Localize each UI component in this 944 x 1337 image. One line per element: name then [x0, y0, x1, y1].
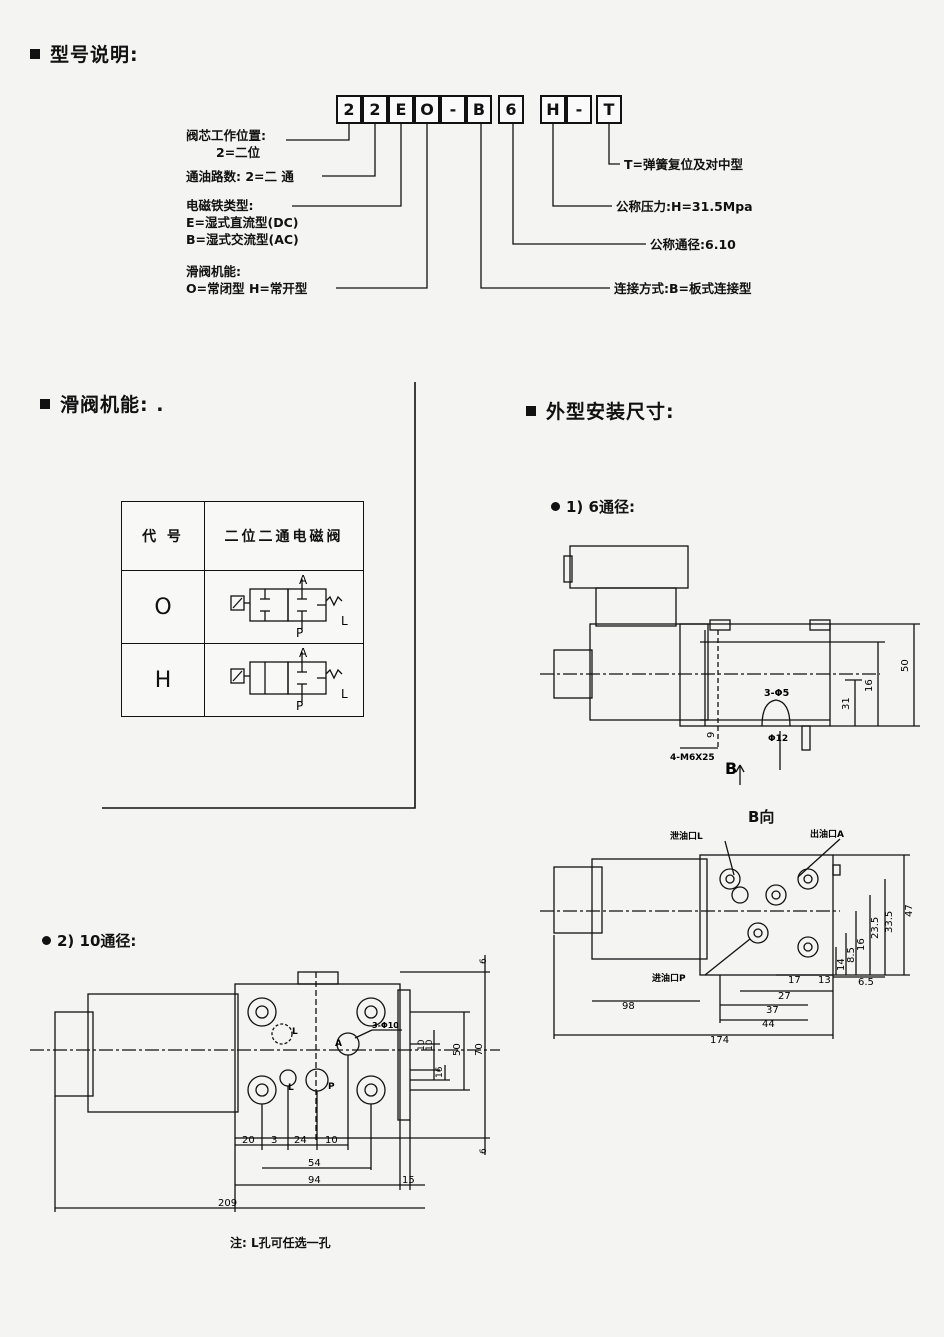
svg-text:50: 50 [900, 659, 911, 672]
svg-text:L: L [341, 614, 348, 628]
drawing-10mm: 6 6 70 50 10 10 16 3-Φ10 L L A P 20 3 24… [30, 955, 500, 1212]
svg-text:10: 10 [425, 1039, 435, 1051]
svg-text:209: 209 [218, 1198, 237, 1209]
svg-text:10: 10 [325, 1135, 338, 1146]
svg-text:94: 94 [308, 1175, 321, 1186]
footnote: 注: L孔可任选一孔 [230, 1236, 331, 1250]
svg-text:27: 27 [778, 991, 791, 1002]
svg-text:17: 17 [788, 975, 801, 986]
svg-text:3-Φ10: 3-Φ10 [372, 1021, 399, 1030]
svg-text:54: 54 [308, 1158, 321, 1169]
header-desc: 二位二通电磁阀 [204, 501, 364, 571]
label-oil-paths: 通油路数: 2=二 通 [186, 169, 294, 184]
svg-text:3-Φ5: 3-Φ5 [764, 688, 789, 699]
code-char: - [566, 95, 592, 124]
code-char: O [414, 95, 440, 124]
subtitle-10mm: 2) 10通径: [42, 930, 136, 951]
svg-text:9: 9 [706, 732, 717, 738]
svg-text:L: L [288, 1083, 294, 1093]
label-spool-function: 滑阀机能: O=常闭型 H=常开型 [186, 264, 308, 296]
label-solenoid-type: 电磁铁类型: E=湿式直流型(DC) B=湿式交流型(AC) [186, 198, 299, 247]
svg-text:8.5: 8.5 [846, 947, 857, 963]
svg-text:13: 13 [818, 975, 831, 986]
label-spring-return: T=弹簧复位及对中型 [624, 157, 744, 172]
svg-text:泄油口L: 泄油口L [670, 830, 703, 842]
square-bullet-icon [526, 406, 536, 416]
svg-text:B: B [725, 759, 737, 778]
svg-text:L: L [292, 1027, 298, 1037]
drawing-6mm-side: 50 16 31 9 3-Φ5 Φ12 4-M6X25 B [540, 545, 920, 785]
svg-text:A: A [299, 646, 308, 660]
svg-text:进油口P: 进油口P [652, 972, 686, 984]
svg-text:16: 16 [435, 1066, 445, 1078]
row-code-o: O [121, 570, 205, 644]
svg-text:6: 6 [479, 1148, 489, 1154]
svg-text:174: 174 [710, 1035, 729, 1046]
function-frame [102, 382, 416, 809]
code-char: B [466, 95, 492, 124]
code-char: - [440, 95, 466, 124]
dot-bullet-icon [551, 502, 560, 511]
svg-text:6.5: 6.5 [858, 977, 874, 988]
label-connection-type: 连接方式:B=板式连接型 [614, 281, 752, 296]
drawing-b-view: 泄油口L 出油口A 进油口P 47 33.5 23.5 16 8.5 14 6.… [540, 828, 915, 1046]
svg-text:20: 20 [242, 1135, 255, 1146]
function-table: 代 号 二位二通电磁阀 O [121, 501, 364, 717]
label-valve-position: 阀芯工作位置: 2=二位 [186, 128, 266, 160]
svg-text:6: 6 [479, 958, 489, 964]
square-bullet-icon [40, 399, 50, 409]
svg-text:50: 50 [452, 1043, 463, 1056]
label-nominal-diameter: 公称通径:6.10 [650, 237, 736, 252]
header-code: 代 号 [121, 501, 205, 571]
svg-text:33.5: 33.5 [884, 911, 895, 933]
svg-text:16: 16 [864, 679, 875, 692]
function-section-title: 滑阀机能: . [40, 390, 164, 417]
svg-text:出油口A: 出油口A [810, 828, 844, 840]
valve-symbol-o-icon: A P L [230, 573, 348, 640]
svg-text:31: 31 [841, 697, 852, 710]
svg-text:16: 16 [856, 938, 867, 951]
svg-text:P: P [296, 699, 303, 712]
svg-text:47: 47 [904, 904, 915, 917]
svg-text:44: 44 [762, 1019, 775, 1030]
svg-text:A: A [299, 573, 308, 587]
svg-text:24: 24 [294, 1135, 307, 1146]
svg-text:L: L [341, 687, 348, 701]
code-char: E [388, 95, 414, 124]
valve-symbol-h-icon: A P L [230, 646, 348, 713]
subtitle-6mm: 1) 6通径: [551, 496, 635, 517]
svg-text:3: 3 [271, 1135, 277, 1146]
svg-text:P: P [296, 626, 303, 639]
code-char: 6 [498, 95, 524, 124]
svg-text:10: 10 [417, 1039, 427, 1051]
dot-bullet-icon [42, 936, 51, 945]
svg-text:14: 14 [836, 958, 847, 971]
code-char: 2 [362, 95, 388, 124]
model-section-title: 型号说明: [30, 40, 139, 67]
dimension-section-title: 外型安装尺寸: [526, 397, 675, 424]
svg-text:15: 15 [402, 1175, 415, 1186]
svg-text:Φ12: Φ12 [768, 734, 788, 744]
square-bullet-icon [30, 49, 40, 59]
model-leader-lines [286, 123, 646, 289]
row-code-h: H [121, 643, 205, 717]
svg-text:P: P [328, 1082, 335, 1092]
svg-text:98: 98 [622, 1001, 635, 1012]
svg-text:4-M6X25: 4-M6X25 [670, 753, 715, 763]
view-b-label: B向 [748, 808, 775, 826]
svg-text:70: 70 [474, 1043, 485, 1056]
svg-text:23.5: 23.5 [870, 917, 881, 939]
svg-text:37: 37 [766, 1005, 779, 1016]
symbol-h: A P L [204, 643, 364, 717]
code-char: 2 [336, 95, 362, 124]
svg-text:A: A [335, 1039, 342, 1049]
label-nominal-pressure: 公称压力:H=31.5Mpa [616, 199, 753, 214]
symbol-o: A P L [204, 570, 364, 644]
